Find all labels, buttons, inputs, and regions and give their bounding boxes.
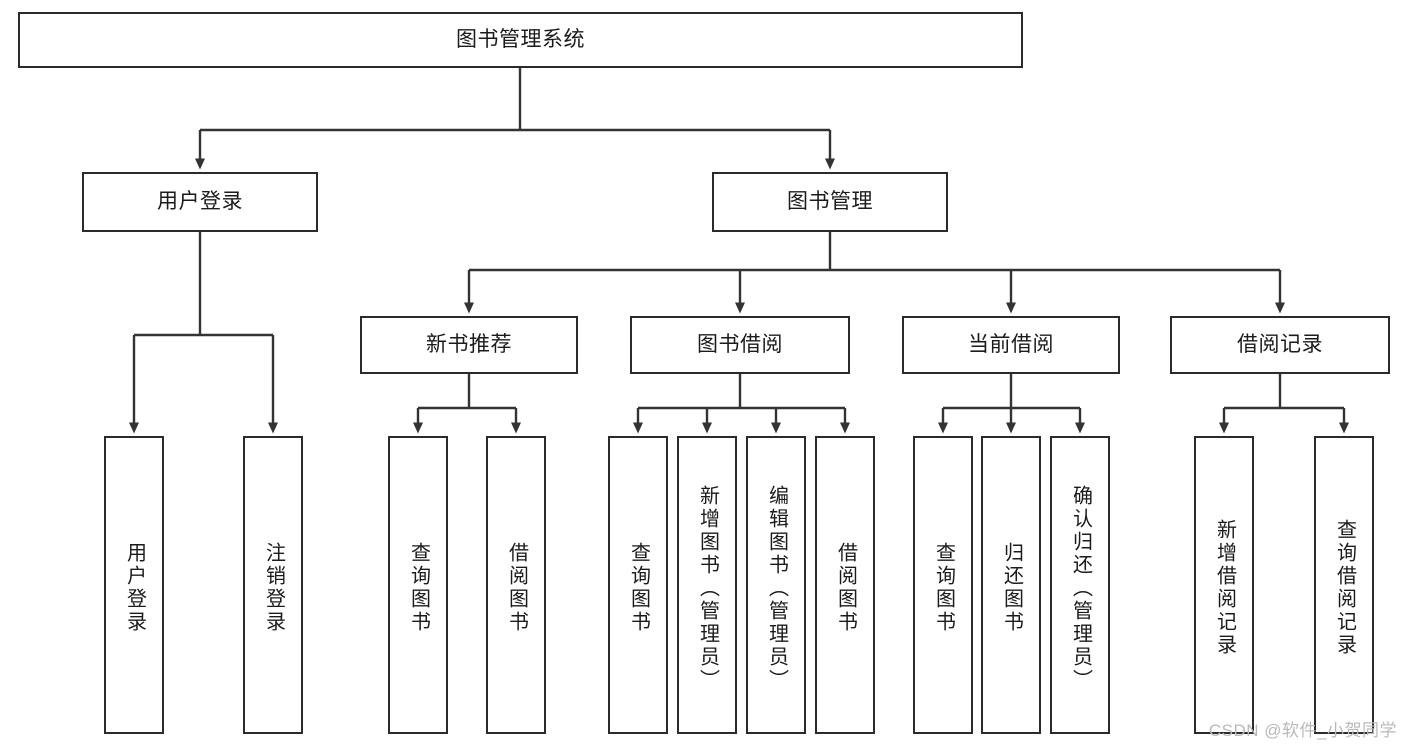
node-borrow-record[interactable]: 借阅记录 (1170, 316, 1390, 374)
node-leaf-borrow-book-1[interactable]: 借阅图书 (486, 436, 546, 734)
node-leaf-query-book-3-label: 查询图书 (932, 542, 955, 634)
node-leaf-return-book[interactable]: 归还图书 (981, 436, 1041, 734)
node-current-borrow[interactable]: 当前借阅 (902, 316, 1120, 374)
node-leaf-logout-label: 注销登录 (262, 542, 285, 634)
node-leaf-borrow-book-1-label: 借阅图书 (505, 542, 528, 634)
node-leaf-add-borrow-record[interactable]: 新增借阅记录 (1194, 436, 1254, 734)
node-leaf-return-book-label: 归还图书 (1000, 542, 1023, 634)
node-leaf-query-book-2-label: 查询图书 (627, 542, 650, 634)
node-leaf-logout[interactable]: 注销登录 (243, 436, 303, 734)
node-leaf-confirm-return[interactable]: 确认归还（管理员） (1050, 436, 1110, 734)
node-leaf-borrow-book-2[interactable]: 借阅图书 (815, 436, 875, 734)
node-root[interactable]: 图书管理系统 (18, 12, 1023, 68)
node-leaf-edit-book[interactable]: 编辑图书（管理员） (746, 436, 806, 734)
node-leaf-borrow-book-2-label: 借阅图书 (834, 542, 857, 634)
node-leaf-query-borrow-record[interactable]: 查询借阅记录 (1314, 436, 1374, 734)
node-leaf-add-book[interactable]: 新增图书（管理员） (677, 436, 737, 734)
node-leaf-query-book-1[interactable]: 查询图书 (388, 436, 448, 734)
node-book-manage[interactable]: 图书管理 (712, 172, 948, 232)
node-leaf-edit-book-label: 编辑图书（管理员） (765, 484, 788, 692)
node-leaf-confirm-return-label: 确认归还（管理员） (1069, 484, 1092, 692)
node-root-label: 图书管理系统 (456, 28, 585, 52)
node-leaf-user-login[interactable]: 用户登录 (104, 436, 164, 734)
node-leaf-add-borrow-record-label: 新增借阅记录 (1213, 519, 1236, 657)
node-user-login-label: 用户登录 (157, 190, 243, 214)
node-leaf-query-book-2[interactable]: 查询图书 (608, 436, 668, 734)
node-book-manage-label: 图书管理 (787, 190, 873, 214)
node-new-book-recommend-label: 新书推荐 (426, 333, 512, 357)
node-leaf-query-borrow-record-label: 查询借阅记录 (1333, 519, 1356, 657)
node-current-borrow-label: 当前借阅 (968, 333, 1054, 357)
node-leaf-query-book-1-label: 查询图书 (407, 542, 430, 634)
node-leaf-user-login-label: 用户登录 (123, 542, 146, 634)
node-book-borrow[interactable]: 图书借阅 (630, 316, 850, 374)
node-book-borrow-label: 图书借阅 (697, 333, 783, 357)
node-user-login[interactable]: 用户登录 (82, 172, 318, 232)
node-new-book-recommend[interactable]: 新书推荐 (360, 316, 578, 374)
node-leaf-add-book-label: 新增图书（管理员） (696, 484, 719, 692)
node-leaf-query-book-3[interactable]: 查询图书 (913, 436, 973, 734)
node-borrow-record-label: 借阅记录 (1237, 333, 1323, 357)
